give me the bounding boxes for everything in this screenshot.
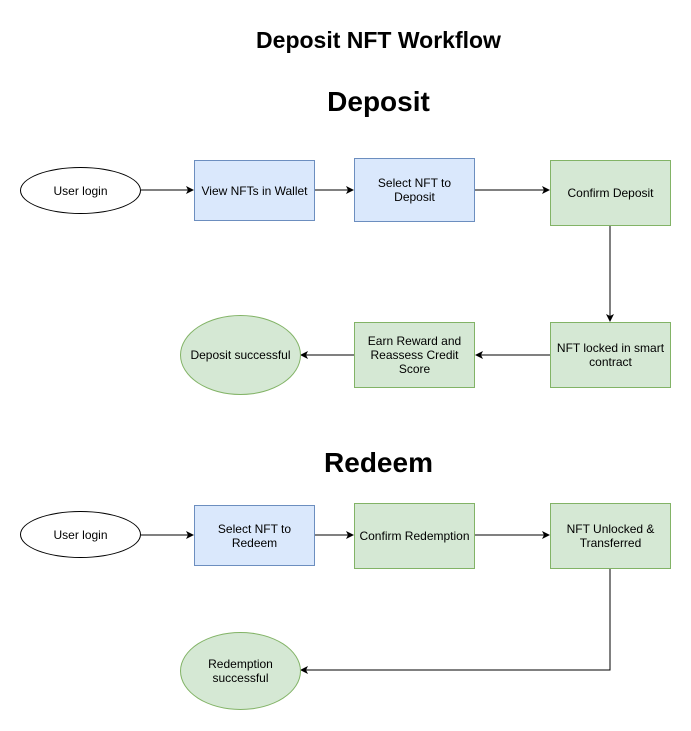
nft-unlocked-label: NFT Unlocked & Transferred <box>566 522 655 550</box>
deposit-successful-node[interactable]: Deposit successful <box>180 315 301 395</box>
redemption-successful-label: Redemption successful <box>208 657 273 685</box>
earn-reward-node[interactable]: Earn Reward and Reassess Credit Score <box>354 322 475 388</box>
confirm-redemption-node[interactable]: Confirm Redemption <box>354 503 475 569</box>
view-nfts-in-wallet-label: View NFTs in Wallet <box>201 183 308 198</box>
nft-locked-label: NFT locked in smart contract <box>556 341 665 369</box>
nft-unlocked-node[interactable]: NFT Unlocked & Transferred <box>550 503 671 569</box>
view-nfts-in-wallet-node[interactable]: View NFTs in Wallet <box>194 160 315 221</box>
nft-locked-node[interactable]: NFT locked in smart contract <box>550 322 671 388</box>
earn-reward-label: Earn Reward and Reassess Credit Score <box>367 334 462 376</box>
deposit-successful-label: Deposit successful <box>190 348 291 362</box>
select-nft-to-deposit-label: Select NFT to Deposit <box>377 176 452 204</box>
diagram-title: Deposit NFT Workflow <box>256 27 501 53</box>
arrow-unlocked-to-redemption-success <box>300 568 611 674</box>
select-nft-to-redeem-node[interactable]: Select NFT to Redeem <box>194 505 315 566</box>
confirm-redemption-label: Confirm Redemption <box>359 529 470 543</box>
select-nft-to-deposit-node[interactable]: Select NFT to Deposit <box>354 158 475 222</box>
deposit-user-login-label: User login <box>53 183 108 198</box>
redeem-user-login-node[interactable]: User login <box>20 511 141 558</box>
redeem-section-heading: Redeem <box>324 447 433 478</box>
confirm-deposit-node[interactable]: Confirm Deposit <box>550 160 671 226</box>
redeem-user-login-label: User login <box>53 527 108 542</box>
select-nft-to-redeem-label: Select NFT to Redeem <box>217 521 292 550</box>
deposit-user-login-node[interactable]: User login <box>20 167 141 214</box>
redemption-successful-node[interactable]: Redemption successful <box>180 632 301 710</box>
confirm-deposit-label: Confirm Deposit <box>567 186 654 200</box>
deposit-section-heading: Deposit <box>327 86 430 117</box>
